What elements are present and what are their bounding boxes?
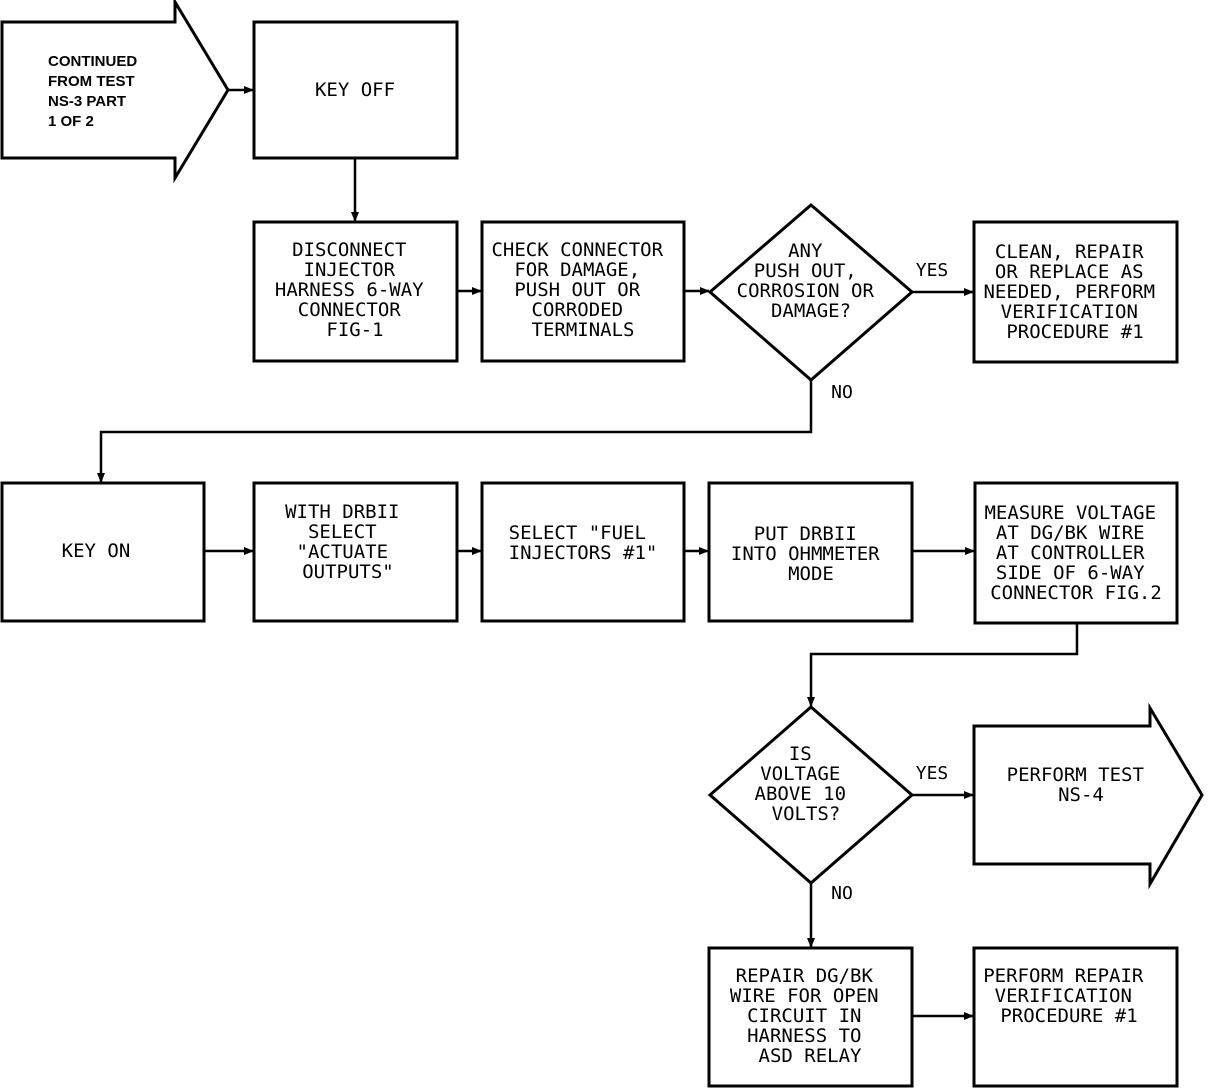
- disconnect-text: DISCONNECT INJECTOR HARNESS 6-WAY CONNEC…: [275, 239, 435, 341]
- key-off-text: KEY OFF: [315, 79, 395, 101]
- yes-label-damage: YES: [916, 260, 949, 281]
- select-fuel-box: [480, 481, 686, 623]
- key-off-box: [252, 20, 459, 160]
- no-label-voltage: NO: [831, 883, 853, 904]
- perform-test-arrow-shape: [972, 702, 1204, 890]
- yes-label-voltage: YES: [916, 763, 949, 784]
- connector-measure-to-decision: [807, 623, 1079, 707]
- repair-wire-box: [707, 946, 914, 1088]
- with-drbii-text: WITH DRBII SELECT "ACTUATE OUTPUTS": [285, 501, 411, 583]
- put-drbii-box: [707, 481, 914, 623]
- decision-damage-text: ANY PUSH OUT, CORROSION OR DAMAGE?: [737, 240, 886, 322]
- disconnect-box: [252, 220, 459, 363]
- repair-wire-text: REPAIR DG/BK WIRE FOR OPEN CIRCUIT IN HA…: [730, 965, 890, 1067]
- with-drbii-box: [252, 481, 459, 623]
- start-text: CONTINUED FROM TEST NS-3 PART 1 OF 2: [48, 49, 141, 130]
- start-arrow-shape: [0, 0, 230, 184]
- measure-voltage-text: MEASURE VOLTAGE AT DG/BK WIRE AT CONTROL…: [984, 502, 1167, 604]
- put-drbii-text: PUT DRBII INTO OHMMETER MODE: [731, 523, 891, 585]
- decision-voltage-text: IS VOLTAGE ABOVE 10 VOLTS?: [755, 743, 858, 825]
- check-connector-box: [480, 220, 686, 363]
- perform-repair-text: PERFORM REPAIR VERIFICATION PROCEDURE #1: [983, 965, 1155, 1027]
- no-label-damage: NO: [831, 382, 853, 403]
- perform-test-text: PERFORM TEST NS-4: [1007, 764, 1156, 806]
- perform-repair-box: [972, 946, 1179, 1088]
- key-on-text: KEY ON: [62, 540, 131, 562]
- connector-no-to-keyon: [97, 380, 813, 483]
- check-connector-text: CHECK CONNECTOR FOR DAMAGE, PUSH OUT OR …: [491, 239, 674, 341]
- select-fuel-text: SELECT "FUEL INJECTORS #1": [509, 522, 658, 564]
- clean-repair-text: CLEAN, REPAIR OR REPLACE AS NEEDED, PERF…: [983, 241, 1166, 343]
- clean-repair-box: [972, 220, 1179, 364]
